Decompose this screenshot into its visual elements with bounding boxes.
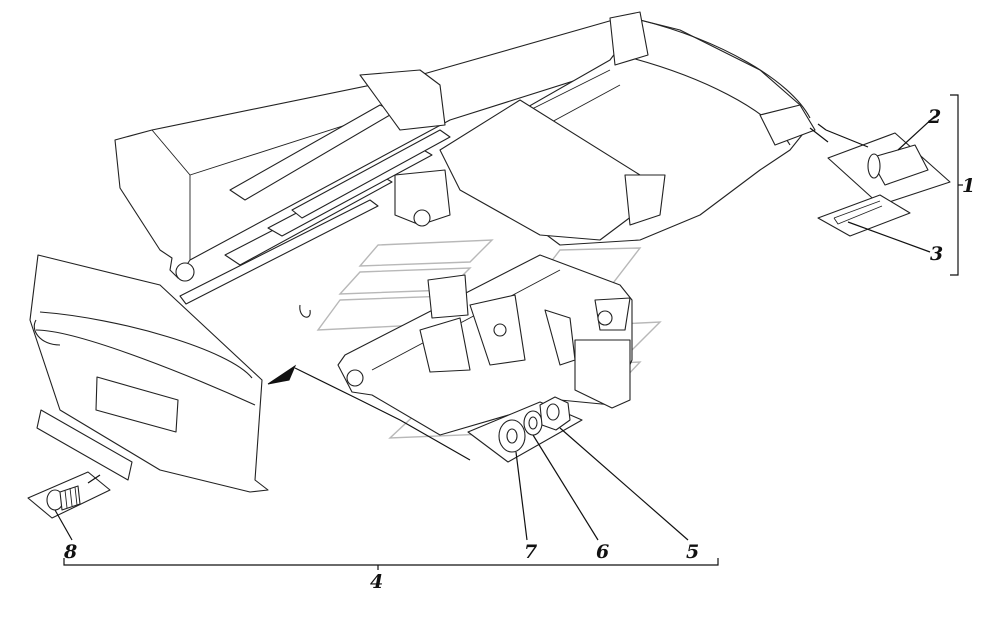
- part-1-pin-group: [817, 115, 951, 253]
- callout-8: 8: [63, 541, 77, 563]
- tow-hitch-brackets: [299, 274, 631, 373]
- upper-cross-tube: [229, 69, 446, 201]
- callout-5: 5: [686, 541, 699, 563]
- callout-4: 4: [370, 571, 383, 593]
- callout-3: 3: [930, 243, 943, 265]
- assembly-arrows: [267, 123, 829, 461]
- part-4-hardware-group: [467, 396, 689, 541]
- callout-2: 2: [927, 106, 941, 128]
- callout-4-bracket: [63, 558, 719, 570]
- callout-6: 6: [596, 541, 609, 563]
- part-8-bolt-group: [27, 409, 133, 541]
- front-bumper-panel: [29, 254, 269, 493]
- middle-cross-member: [394, 99, 666, 241]
- callout-1: 1: [962, 175, 975, 197]
- callout-7: 7: [524, 541, 537, 563]
- callout-1-bracket: [950, 94, 963, 276]
